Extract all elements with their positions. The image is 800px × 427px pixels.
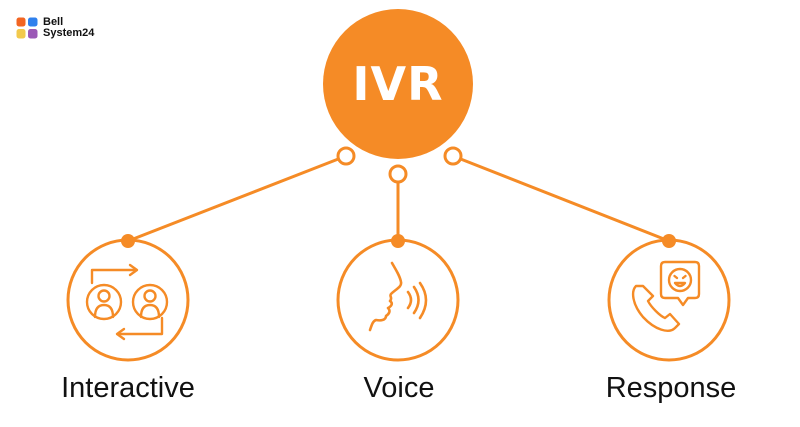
- node-dot-response: [662, 234, 676, 248]
- bellsystem24-logo: Bell System24: [16, 17, 94, 39]
- node-label-response: Response: [605, 372, 737, 404]
- logo-line-2: System24: [43, 27, 95, 39]
- connector-response: [452, 154, 670, 243]
- node-circle-voice: [336, 238, 460, 362]
- ivr-hub-circle: [323, 9, 473, 159]
- hub-port-center: [388, 164, 408, 184]
- connector-interactive: [127, 154, 347, 243]
- phone-with-emoji-bubble-icon: [631, 260, 701, 332]
- ivr-hub-label: IVR: [352, 57, 444, 111]
- node-dot-voice: [391, 234, 405, 248]
- speaking-face-sound-waves-icon: [368, 261, 428, 332]
- node-label-voice: Voice: [363, 372, 435, 404]
- node-label-interactive: Interactive: [61, 372, 195, 404]
- logo-mark-icon: [16, 17, 38, 39]
- node-dot-interactive: [121, 234, 135, 248]
- logo-wordmark: Bell System24: [43, 17, 94, 39]
- logo-line-1: Bell: [43, 16, 64, 28]
- node-circle-response: [607, 238, 731, 362]
- two-people-exchange-icon: [85, 263, 169, 341]
- hub-port-left: [336, 146, 356, 166]
- hub-port-right: [443, 146, 463, 166]
